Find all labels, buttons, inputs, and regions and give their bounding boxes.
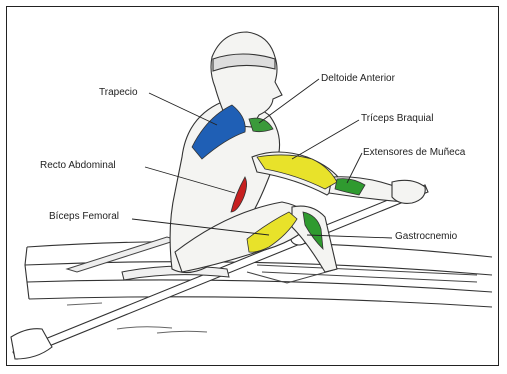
label-gastrocnemio: Gastrocnemio — [395, 231, 457, 243]
label-triceps-braquial: Tríceps Braquial — [361, 113, 433, 125]
rower-illustration — [7, 7, 499, 366]
label-trapecio: Trapecio — [99, 87, 138, 99]
label-extensores-muneca: Extensores de Muñeca — [363, 147, 465, 159]
diagram-frame: Trapecio Deltoide Anterior Tríceps Braqu… — [6, 6, 499, 366]
label-recto-abdominal: Recto Abdominal — [40, 160, 116, 172]
label-biceps-femoral: Bíceps Femoral — [49, 211, 119, 223]
label-deltoide-anterior: Deltoide Anterior — [321, 73, 395, 85]
